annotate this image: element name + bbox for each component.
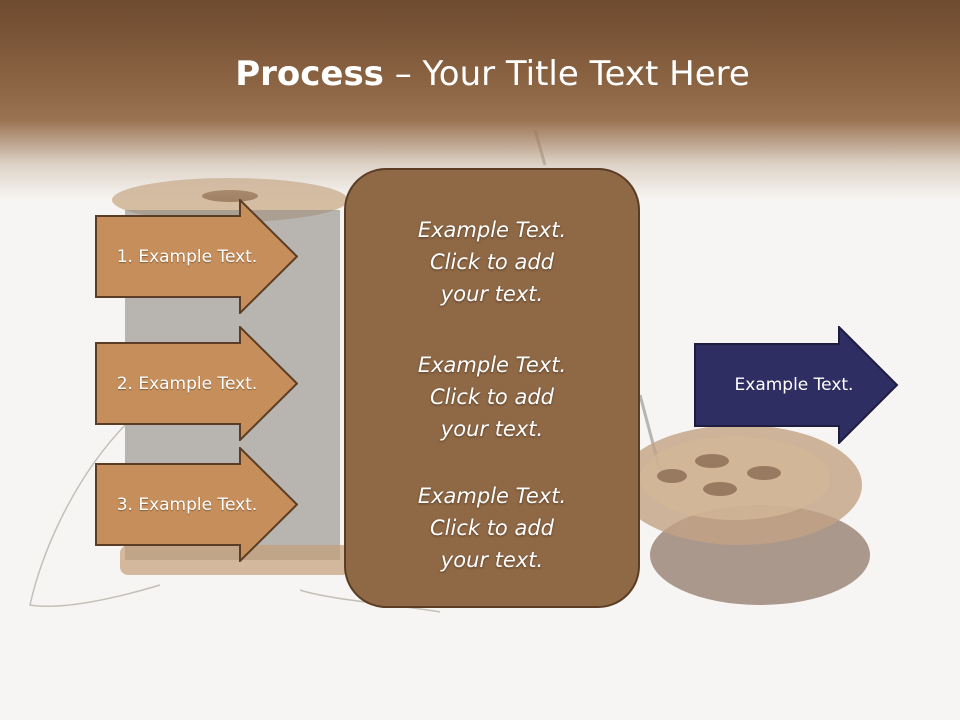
- step-label-1: 1. Example Text.: [116, 246, 258, 267]
- title-bold: Process: [235, 54, 384, 94]
- result-label: Example Text.: [734, 375, 854, 395]
- title-rest: – Your Title Text Here: [383, 54, 750, 94]
- step-arrow-1[interactable]: 1. Example Text.: [95, 199, 298, 314]
- center-text-2[interactable]: Example Text. Click to add your text.: [417, 353, 567, 441]
- step-label-3: 3. Example Text.: [116, 494, 258, 515]
- center-text-box[interactable]: Example Text. Click to add your text. Ex…: [344, 168, 640, 608]
- center-text-3[interactable]: Example Text. Click to add your text.: [417, 484, 567, 572]
- slide-title: Process – Your Title Text Here: [0, 52, 960, 96]
- header-band: [0, 0, 960, 200]
- step-label-2: 2. Example Text.: [116, 373, 258, 394]
- step-arrow-3[interactable]: 3. Example Text.: [95, 447, 298, 562]
- center-text-1[interactable]: Example Text. Click to add your text.: [417, 218, 567, 306]
- result-arrow[interactable]: Example Text.: [694, 326, 899, 444]
- step-arrow-2[interactable]: 2. Example Text.: [95, 326, 298, 441]
